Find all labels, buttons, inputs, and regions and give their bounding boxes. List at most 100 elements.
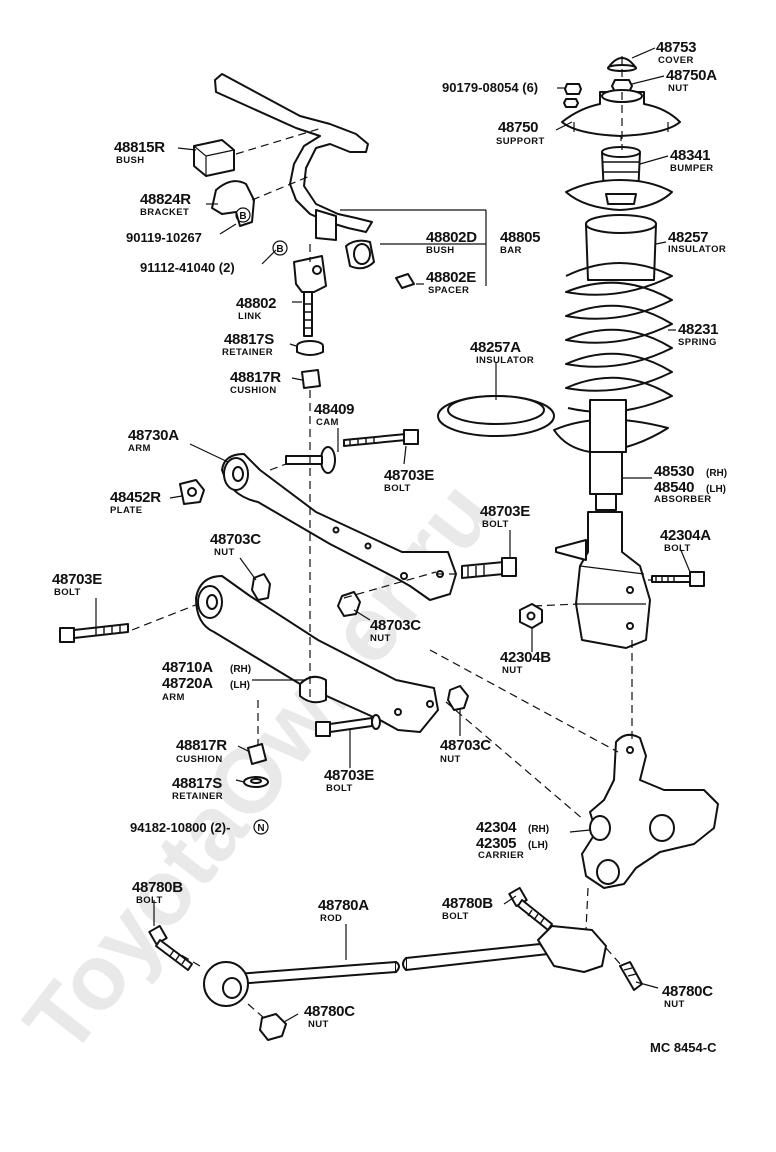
reference-markers: B B N [235, 207, 288, 835]
svg-text:48703C: 48703C [210, 531, 261, 548]
label-91112: 91112-41040 (2) [140, 260, 235, 275]
svg-text:48817R: 48817R [230, 369, 281, 386]
label-48710a: 48710A (RH) 48720A (LH) ARM [162, 659, 251, 703]
svg-text:48540: 48540 [654, 479, 694, 496]
svg-text:48703E: 48703E [384, 467, 434, 484]
cam-bolt-drawing [343, 429, 419, 447]
svg-text:NUT: NUT [668, 83, 689, 94]
svg-text:48703C: 48703C [440, 737, 491, 754]
svg-text:B: B [239, 211, 246, 222]
label-48703c-middle: 48703C NUT [370, 617, 422, 644]
svg-text:NUT: NUT [214, 547, 235, 558]
diagram-code: MC 8454-C [650, 1040, 717, 1055]
label-48750a: 48750A NUT [666, 67, 718, 94]
label-48802e: 48802E SPACER [426, 269, 477, 296]
svg-text:48720A: 48720A [162, 675, 213, 692]
label-48817s-lower: 48817S RETAINER [172, 775, 223, 802]
svg-text:48802D: 48802D [426, 229, 477, 246]
carrier-knuckle-drawing [581, 733, 719, 889]
cam-drawing [285, 446, 336, 474]
svg-text:48802: 48802 [236, 295, 276, 312]
mount-nuts-drawing [563, 83, 582, 108]
label-48824r: 48824R BRACKET [140, 191, 192, 218]
lower-insulator-drawing [437, 395, 555, 437]
upper-insulator-drawing [585, 214, 657, 281]
svg-text:CUSHION: CUSHION [230, 385, 277, 396]
label-48805: 48805 BAR [500, 229, 541, 256]
shock-absorber-drawing [553, 399, 669, 649]
part-drawings [59, 57, 719, 1041]
label-48817r-lower: 48817R CUSHION [176, 737, 228, 765]
assembly-dashed-lines [131, 56, 652, 1019]
svg-text:(LH): (LH) [706, 484, 726, 495]
label-42304: 42304 (RH) 42305 (LH) CARRIER [476, 819, 549, 861]
label-48703e-right: 48703E BOLT [480, 503, 531, 530]
label-48703c-lower: 48703C NUT [440, 737, 492, 765]
svg-text:PLATE: PLATE [110, 505, 142, 516]
svg-text:48703E: 48703E [480, 503, 530, 520]
svg-text:48750: 48750 [498, 119, 538, 136]
svg-text:90119-10267: 90119-10267 [126, 230, 202, 245]
label-48780c-bottom: 48780C NUT [304, 1003, 356, 1030]
cushion-lower-drawing [247, 743, 267, 765]
svg-text:BAR: BAR [500, 245, 522, 256]
label-48780c-right: 48780C NUT [662, 983, 714, 1010]
label-48452r: 48452R PLATE [110, 489, 162, 516]
label-48780a: 48780A ROD [318, 897, 370, 924]
link-bush-drawing [345, 239, 375, 270]
svg-text:ARM: ARM [162, 692, 185, 703]
svg-text:48753: 48753 [656, 39, 696, 56]
part-labels: 48753 COVER 48750A NUT 90179-08054 (6) 4… [52, 39, 727, 1055]
svg-text:48730A: 48730A [128, 427, 179, 444]
lateral-rod-drawing [203, 925, 607, 1007]
svg-text:BUMPER: BUMPER [670, 163, 714, 174]
label-48817s-top: 48817S RETAINER [222, 331, 275, 358]
lower-arm-nut-drawing [447, 685, 469, 711]
svg-text:(RH): (RH) [230, 664, 251, 675]
marker-b-1: B [235, 207, 251, 223]
svg-text:48815R: 48815R [114, 139, 165, 156]
svg-text:48824R: 48824R [140, 191, 191, 208]
svg-text:INSULATOR: INSULATOR [476, 355, 534, 366]
stabilizer-bracket-drawing [211, 180, 255, 227]
svg-text:(LH): (LH) [528, 840, 548, 851]
svg-text:BOLT: BOLT [442, 911, 469, 922]
svg-text:(LH): (LH) [230, 680, 250, 691]
label-48341: 48341 BUMPER [670, 147, 714, 174]
svg-text:48817R: 48817R [176, 737, 227, 754]
stabilizer-bar-drawing [214, 73, 373, 241]
link-spacer-drawing [395, 273, 415, 289]
svg-text:48802E: 48802E [426, 269, 476, 286]
svg-text:48780A: 48780A [318, 897, 369, 914]
label-48257a: 48257A INSULATOR [470, 339, 534, 366]
svg-text:N: N [257, 823, 264, 834]
arm-nut-middle-drawing [337, 591, 361, 617]
svg-text:BOLT: BOLT [664, 543, 691, 554]
label-94182: 94182-10800 (2)- [130, 820, 230, 835]
cushion-top-drawing [301, 369, 321, 389]
rod-bolt-right-drawing [508, 886, 553, 931]
svg-text:48257: 48257 [668, 229, 708, 246]
svg-text:CAM: CAM [316, 417, 339, 428]
label-48703c-upper: 48703C NUT [210, 531, 262, 558]
svg-text:48805: 48805 [500, 229, 540, 246]
support-drawing [561, 89, 681, 141]
svg-text:SUPPORT: SUPPORT [496, 136, 545, 147]
label-42304b: 42304B NUT [500, 649, 552, 676]
leader-lines [95, 47, 691, 1023]
svg-text:91112-41040 (2): 91112-41040 (2) [140, 260, 235, 275]
svg-text:NUT: NUT [440, 754, 461, 765]
svg-text:BUSH: BUSH [426, 245, 455, 256]
svg-text:48703E: 48703E [52, 571, 102, 588]
svg-text:INSULATOR: INSULATOR [668, 244, 726, 255]
svg-text:48780C: 48780C [662, 983, 713, 1000]
label-48815r: 48815R BUSH [114, 139, 166, 166]
svg-text:NUT: NUT [308, 1019, 329, 1030]
strut-nut-drawing [519, 603, 543, 629]
svg-text:RETAINER: RETAINER [222, 347, 273, 358]
svg-text:SPACER: SPACER [428, 285, 469, 296]
svg-text:48530: 48530 [654, 463, 694, 480]
svg-text:48780C: 48780C [304, 1003, 355, 1020]
svg-text:ABSORBER: ABSORBER [654, 494, 712, 505]
